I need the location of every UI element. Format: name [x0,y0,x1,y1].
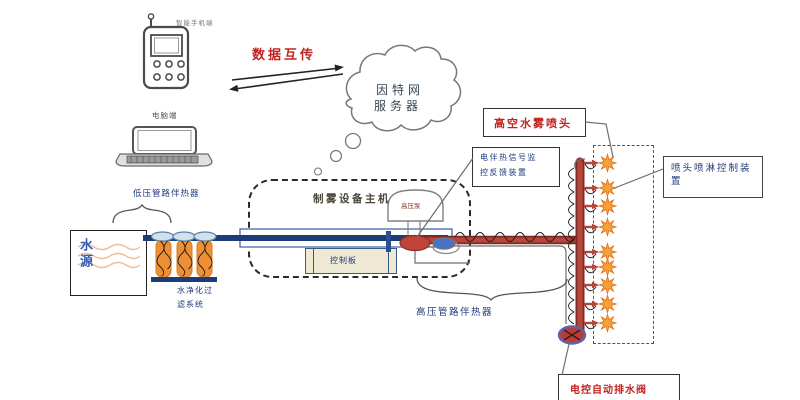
laptop-icon [115,126,213,167]
thought-bubble [344,132,362,150]
purification-label-line1: 水净化过 [177,286,213,295]
control-board-label: 控制板 [330,256,357,265]
nozzle-array-dashed-zone [593,145,654,344]
drain-valve-label-box [558,374,680,400]
spray-control-label-box [663,156,763,198]
thought-bubble [313,167,323,176]
control-board-box [305,248,397,274]
spray-control-box-label: 喷头喷淋控制装置 [671,163,752,187]
pump-label: 高压泵 [401,203,421,210]
phone-label: 智能手机端 [176,20,214,27]
signal-box-line1: 电伴热信号监 [480,153,537,162]
data-transfer-arrows [229,64,344,92]
drain-valve-label: 电控自动排水阀 [570,385,647,396]
nozzle-box-label: 高空水雾喷头 [494,118,572,130]
panel-line [388,249,389,273]
signal-device-label-box [472,147,560,187]
drain-valve-icon [557,325,587,345]
high-pressure-heater-label: 高压管路伴热器 [416,307,494,318]
nozzle-label-box [483,108,586,137]
water-source-label: 水源 [78,238,93,270]
data-transfer-label: 数据互传 [252,47,317,62]
computer-label: 电脑端 [152,111,178,120]
panel-line [313,249,314,273]
water-filters [150,231,217,282]
cloud-label-line2: 服务器 [374,99,423,113]
main-unit-title: 制雾设备主机 [313,193,391,205]
purification-label-line2: 滤系统 [177,300,204,309]
low-pressure-heater-label: 低压管路伴热器 [133,188,200,198]
thought-bubble [329,149,343,163]
signal-box-line2: 控反馈装置 [480,168,528,177]
cloud-label-line1: 因特网 [376,83,425,97]
